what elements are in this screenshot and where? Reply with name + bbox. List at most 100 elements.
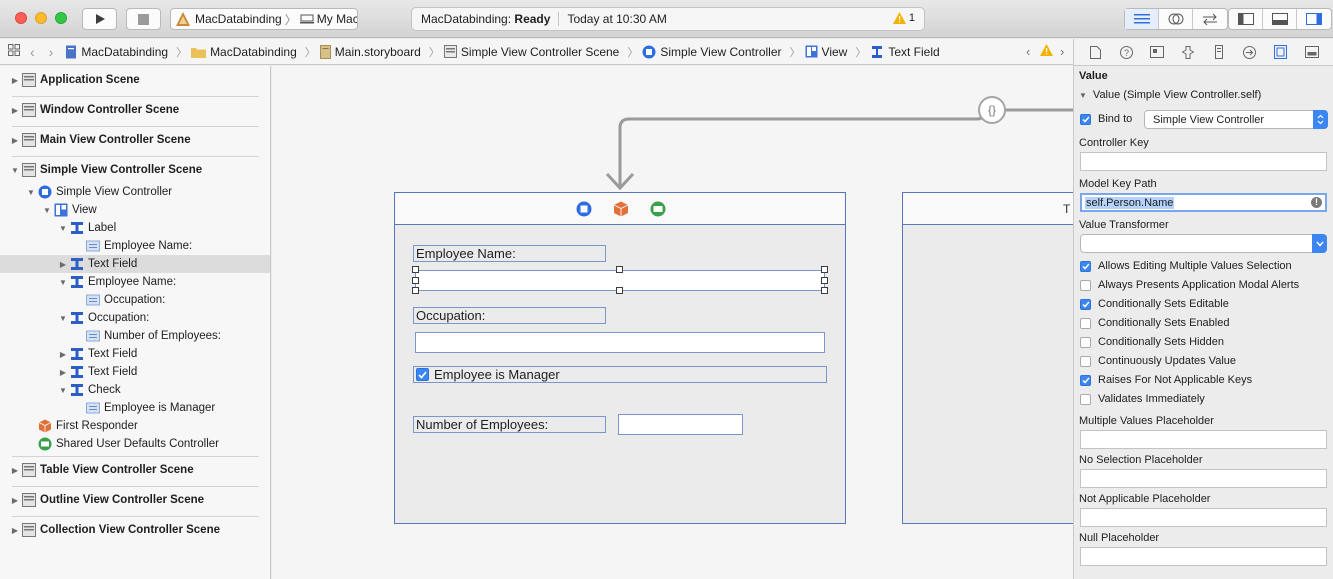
outline-row-main-view-controller-scene[interactable]: ▶ Main View Controller Scene [11, 133, 191, 147]
disclosure-collapsed-icon[interactable]: ▶ [11, 525, 19, 535]
standard-editor-button[interactable] [1125, 9, 1159, 29]
occupation-text-field[interactable] [415, 332, 825, 353]
resize-handle[interactable] [412, 277, 419, 284]
resize-handle[interactable] [412, 287, 419, 294]
forward-button[interactable]: › [48, 43, 54, 60]
table-view-controller-scene[interactable]: T [902, 192, 1073, 524]
crumb-storyboard[interactable]: Main.storyboard [319, 44, 421, 59]
user-defaults-controller-icon[interactable] [650, 201, 666, 217]
number-of-employees-label[interactable]: Number of Employees: [413, 416, 606, 433]
controller-key-field[interactable] [1080, 152, 1327, 171]
outline-row-first-responder[interactable]: First Responder [0, 417, 270, 435]
outline-row-occupation[interactable]: ▼ Occupation: [59, 312, 150, 324]
first-responder-icon[interactable] [613, 201, 629, 217]
scheme-selector[interactable]: MacDatabinding 〉 My Mac [170, 8, 358, 30]
quick-help-icon[interactable]: ? [1119, 45, 1133, 59]
simple-view-controller-scene[interactable]: Employee Name: Occupation: Employee is M… [394, 192, 846, 524]
next-issue-button[interactable]: › [1060, 44, 1065, 59]
size-inspector-icon[interactable] [1212, 45, 1226, 59]
attributes-inspector-icon[interactable] [1181, 45, 1195, 59]
outline-row-manager-cell[interactable]: Employee is Manager [0, 399, 270, 417]
error-icon[interactable]: ! [1311, 197, 1322, 208]
manager-checkbox[interactable]: Employee is Manager [413, 366, 827, 383]
file-inspector-icon[interactable] [1088, 45, 1102, 59]
disclosure-collapsed-icon[interactable]: ▶ [11, 105, 19, 115]
disclosure-collapsed-icon[interactable]: ▶ [11, 75, 19, 85]
value-transformer-combo[interactable] [1080, 234, 1327, 253]
disclosure-expanded-icon[interactable]: ▼ [11, 165, 19, 175]
option-checkbox[interactable]: Allows Editing Multiple Values Selection [1080, 260, 1292, 272]
crumb-view-controller[interactable]: Simple View Controller [642, 45, 782, 59]
outline-row-text-field-selected[interactable]: ▶ Text Field [0, 255, 270, 273]
stop-button[interactable] [126, 8, 161, 30]
crumb-scene[interactable]: Simple View Controller Scene [443, 45, 619, 59]
outline-row-view[interactable]: ▼ View [43, 203, 97, 217]
outline-row-number-of-employees-cell[interactable]: Number of Employees: [0, 327, 270, 345]
run-button[interactable] [82, 8, 117, 30]
version-editor-button[interactable] [1193, 9, 1227, 29]
bindings-inspector-icon[interactable] [1274, 45, 1288, 59]
outline-row-label[interactable]: ▼ Label [59, 222, 117, 234]
resize-handle[interactable] [821, 277, 828, 284]
toggle-navigator-button[interactable] [1229, 9, 1263, 29]
disclosure-expanded-icon[interactable]: ▼ [59, 385, 67, 395]
outline-row-simple-view-controller[interactable]: ▼ Simple View Controller [27, 185, 173, 199]
option-checkbox[interactable]: Conditionally Sets Editable [1080, 298, 1229, 310]
toggle-debug-area-button[interactable] [1263, 9, 1297, 29]
model-key-path-field[interactable]: self.Person.Name ! [1080, 193, 1327, 212]
option-checkbox[interactable]: Raises For Not Applicable Keys [1080, 374, 1252, 386]
occupation-label[interactable]: Occupation: [413, 307, 606, 324]
no-selection-placeholder-field[interactable] [1080, 469, 1327, 488]
outline-row-label-cell[interactable]: Employee Name: [0, 237, 270, 255]
resize-handle[interactable] [821, 287, 828, 294]
option-checkbox[interactable]: Conditionally Sets Hidden [1080, 336, 1224, 348]
resize-handle[interactable] [616, 266, 623, 273]
outline-row-outline-view-controller-scene[interactable]: ▶ Outline View Controller Scene [11, 493, 205, 507]
disclosure-collapsed-icon[interactable]: ▶ [59, 367, 67, 377]
option-checkbox[interactable]: Conditionally Sets Enabled [1080, 317, 1229, 329]
warning-indicator[interactable]: 1 [892, 12, 915, 24]
back-button[interactable]: ‹ [30, 43, 35, 60]
disclosure-collapsed-icon[interactable]: ▶ [59, 259, 67, 269]
outline-row-window-controller-scene[interactable]: ▶ Window Controller Scene [11, 103, 180, 117]
binding-connection-node[interactable]: {} [978, 96, 1006, 124]
disclosure-expanded-icon[interactable]: ▼ [43, 205, 51, 215]
disclosure-collapsed-icon[interactable]: ▶ [11, 135, 19, 145]
null-placeholder-field[interactable] [1080, 547, 1327, 566]
outline-row-shared-user-defaults[interactable]: Shared User Defaults Controller [0, 435, 270, 453]
outline-row-table-view-controller-scene[interactable]: ▶ Table View Controller Scene [11, 463, 194, 477]
disclosure-collapsed-icon[interactable]: ▶ [11, 495, 19, 505]
outline-row-collection-view-controller-scene[interactable]: ▶ Collection View Controller Scene [11, 523, 220, 537]
option-checkbox[interactable]: Validates Immediately [1080, 393, 1205, 405]
binding-group-header[interactable]: ▼ Value (Simple View Controller.self) [1079, 89, 1262, 101]
warning-icon[interactable] [1040, 44, 1053, 59]
resize-handle[interactable] [821, 266, 828, 273]
minimize-window-button[interactable] [35, 12, 47, 24]
number-of-employees-text-field[interactable] [618, 414, 743, 435]
disclosure-expanded-icon[interactable]: ▼ [59, 223, 67, 233]
bind-to-popup[interactable]: Simple View Controller [1144, 110, 1328, 129]
identity-inspector-icon[interactable] [1150, 45, 1165, 59]
crumb-view[interactable]: View [805, 45, 847, 59]
disclosure-expanded-icon[interactable]: ▼ [59, 313, 67, 323]
disclosure-expanded-icon[interactable]: ▼ [59, 277, 67, 287]
disclosure-collapsed-icon[interactable]: ▶ [59, 349, 67, 359]
outline-row-occupation-cell[interactable]: Occupation: [0, 291, 270, 309]
related-items-icon[interactable] [8, 44, 20, 59]
option-checkbox[interactable]: Continuously Updates Value [1080, 355, 1236, 367]
outline-row-text-field-2[interactable]: ▶ Text Field [59, 348, 138, 360]
employee-name-label[interactable]: Employee Name: [413, 245, 606, 262]
option-checkbox[interactable]: Always Presents Application Modal Alerts [1080, 279, 1299, 291]
view-controller-icon[interactable] [576, 201, 592, 217]
outline-row-simple-view-controller-scene[interactable]: ▼ Simple View Controller Scene [11, 163, 203, 177]
previous-issue-button[interactable]: ‹ [1026, 44, 1031, 59]
connections-inspector-icon[interactable] [1243, 45, 1257, 59]
outline-row-application-scene[interactable]: ▶ Application Scene [11, 73, 140, 87]
disclosure-expanded-icon[interactable]: ▼ [27, 187, 35, 197]
disclosure-collapsed-icon[interactable]: ▶ [11, 465, 19, 475]
outline-row-text-field-3[interactable]: ▶ Text Field [59, 366, 138, 378]
assistant-editor-button[interactable] [1159, 9, 1193, 29]
not-applicable-placeholder-field[interactable] [1080, 508, 1327, 527]
crumb-project[interactable]: MacDatabinding [65, 45, 168, 59]
crumb-text-field[interactable]: Text Field [870, 45, 940, 59]
